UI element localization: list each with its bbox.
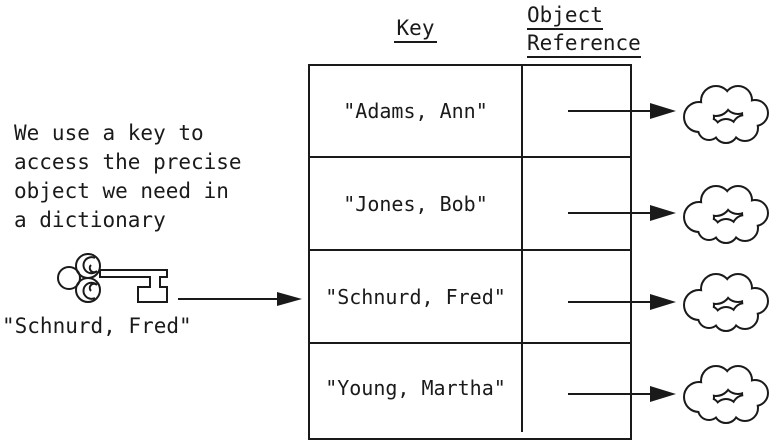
object-reference-cell	[523, 66, 630, 156]
object-reference-cell	[523, 158, 630, 249]
explanation-line: We use a key to	[14, 121, 204, 145]
table-row: "Adams, Ann"	[310, 66, 630, 158]
cloud-object-icon	[683, 273, 769, 332]
skeleton-key-icon	[57, 253, 168, 303]
object-reference-column-header: Object Reference	[527, 2, 641, 58]
object-reference-cell	[523, 344, 630, 432]
table-row: "Young, Martha"	[310, 344, 630, 432]
key-cell: "Young, Martha"	[310, 344, 523, 432]
table-row: "Jones, Bob"	[310, 158, 630, 251]
explanation-line: object we need in	[14, 179, 229, 203]
key-cell: "Jones, Bob"	[310, 158, 523, 249]
cloud-object-icon	[683, 185, 769, 244]
key-cell: "Schnurd, Fred"	[310, 251, 523, 342]
object-reference-cell	[523, 251, 630, 342]
cloud-object-icon	[683, 85, 769, 144]
cloud-object-icon	[683, 365, 769, 424]
key-column-header-text: Key	[393, 16, 438, 43]
dictionary-table: "Adams, Ann" "Jones, Bob" "Schnurd, Fred…	[308, 64, 632, 440]
explanation-text: We use a key to access the precise objec…	[14, 119, 242, 235]
key-lookup-arrow	[178, 292, 302, 306]
key-column-header: Key	[308, 16, 523, 43]
explanation-line: access the precise	[14, 150, 242, 174]
object-reference-header-line: Object	[527, 2, 603, 30]
table-row: "Schnurd, Fred"	[310, 251, 630, 344]
explanation-line: a dictionary	[14, 208, 166, 232]
key-value-label: "Schnurd, Fred"	[2, 314, 192, 338]
key-cell: "Adams, Ann"	[310, 66, 523, 156]
object-reference-header-line: Reference	[527, 30, 641, 58]
